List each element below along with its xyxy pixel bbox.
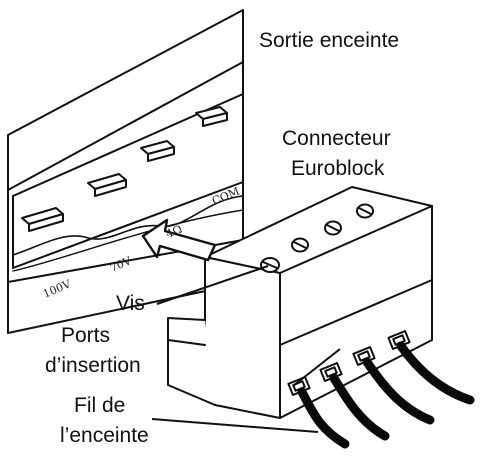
screw-callout-line <box>156 265 269 305</box>
label-ports-line1: Ports <box>61 324 111 347</box>
ports-callout-line <box>292 348 341 387</box>
terminal-recess <box>12 93 244 272</box>
label-ports-line2: d’insertion <box>45 354 141 377</box>
label-connector-line1: Connecteur <box>282 127 391 150</box>
speaker-wire-4 <box>396 341 475 405</box>
terminal-pin <box>140 140 175 162</box>
insertion-arrow <box>141 218 217 262</box>
label-wire-line1: Fil de <box>74 394 126 417</box>
speaker-wire-3 <box>362 357 435 425</box>
speaker-wire-2 <box>329 373 390 441</box>
terminal-pins <box>21 106 228 232</box>
label-connector-line2: Euroblock <box>291 157 385 180</box>
wire-callout-line <box>151 418 319 433</box>
terminal-pin <box>21 207 64 232</box>
label-wire-line2: l’enceinte <box>60 424 149 447</box>
speaker-wire-1 <box>297 387 350 449</box>
terminal-pin <box>195 106 228 127</box>
marking-4ohm: 4Ω <box>164 222 184 240</box>
speaker-wires <box>297 341 475 449</box>
terminal-pin <box>87 173 127 197</box>
euroblock-connector <box>167 186 433 419</box>
callout-lines <box>151 265 341 433</box>
label-screw: Vis <box>116 292 145 315</box>
label-speaker-output: Sortie enceinte <box>259 29 400 52</box>
